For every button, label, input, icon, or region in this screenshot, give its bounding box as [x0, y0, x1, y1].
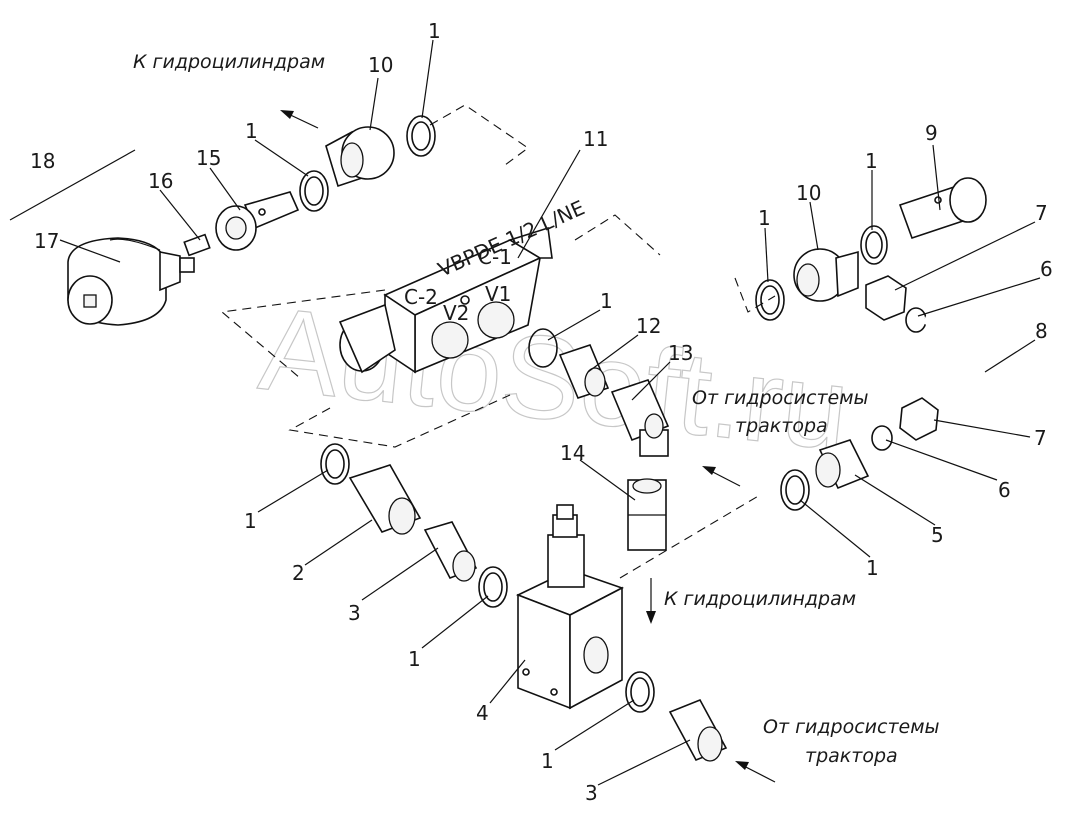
callout-numbers: 18 16 15 17 1 10 1 11 1 12 13 14 1 2 3 1… [30, 19, 1053, 805]
dashed-assembly-lines [220, 104, 776, 579]
washer-1-right-top-inner [865, 231, 883, 259]
tee-part-13 [610, 379, 670, 457]
ferrule-part-6-lower [871, 425, 893, 451]
pipe-part-8 [922, 313, 1001, 411]
callout-4: 4 [476, 701, 489, 725]
callout-2: 2 [292, 561, 305, 585]
callout-7-lower: 7 [1034, 426, 1047, 450]
washer-1-bottom [625, 671, 655, 713]
caption-to-cylinders-top: К гидроцилиндрам [133, 51, 325, 73]
washer-1-right-mid [755, 279, 785, 321]
washer-1-top-right [406, 115, 436, 157]
callout-6-lower: 6 [998, 478, 1011, 502]
callout-1-right-top: 1 [865, 149, 878, 173]
callout-1-top-right: 1 [428, 19, 441, 43]
callout-1-right-low: 1 [866, 556, 879, 580]
callout-8: 8 [1035, 319, 1048, 343]
washer-1-right-top [860, 225, 888, 265]
callout-1-center-low: 1 [408, 647, 421, 671]
accumulator-part-17 [67, 237, 195, 326]
callout-1-bottom: 1 [541, 749, 554, 773]
callout-17: 17 [34, 229, 59, 253]
washer-1-mid [528, 328, 558, 368]
washer-1-right-low [780, 469, 810, 511]
adapter-part-2 [348, 464, 422, 535]
block-marking-v1: V1 [485, 282, 511, 306]
valve-body-part-4 [515, 504, 625, 710]
washer-1-left-low [320, 443, 350, 485]
adapter-part-12 [558, 344, 610, 399]
washer-1-top-right-inner [411, 121, 431, 151]
washer-1-center-low-inner [483, 572, 503, 602]
callout-13: 13 [668, 341, 693, 365]
block-marking-v2: V2 [443, 301, 469, 325]
nut-part-7-lower [899, 397, 939, 441]
washer-1-left-low-inner [325, 449, 345, 479]
washer-1-center-low [478, 566, 508, 608]
washer-1-right-low-inner [785, 475, 805, 505]
callout-7-upper: 7 [1035, 201, 1048, 225]
banjo-bolt-part-9 [898, 177, 987, 240]
callout-1-left-low: 1 [244, 509, 257, 533]
callout-6-upper: 6 [1040, 257, 1053, 281]
callout-1-right-mid: 1 [758, 206, 771, 230]
callout-5: 5 [931, 523, 944, 547]
leader-lines [9, 39, 1041, 786]
callout-1-top-left: 1 [245, 119, 258, 143]
washer-1-right-mid-inner [760, 285, 780, 315]
washer-1-bottom-inner [630, 677, 650, 707]
callout-10-right: 10 [796, 181, 821, 205]
callout-1-mid: 1 [600, 289, 613, 313]
washer-1-top-left-inner [304, 176, 324, 206]
banjo-part-10-right [793, 248, 859, 302]
washer-1-top-left [299, 170, 329, 212]
coupling-part-14 [627, 478, 667, 551]
callout-15: 15 [196, 146, 221, 170]
valve-block-part-11 [338, 226, 553, 374]
flow-arrows [280, 110, 776, 783]
adapter-part-3-bottom [668, 698, 728, 762]
callout-16: 16 [148, 169, 173, 193]
callout-3-left: 3 [348, 601, 361, 625]
callout-9: 9 [925, 121, 938, 145]
callout-10-top: 10 [368, 53, 393, 77]
callout-18: 18 [30, 149, 55, 173]
caption-from-tractor-mid-line1: От гидросистемы [692, 387, 869, 409]
caption-from-tractor-mid-line2: трактора [735, 415, 828, 437]
callout-11: 11 [583, 127, 608, 151]
callout-14: 14 [560, 441, 585, 465]
adapter-part-3-left [423, 521, 478, 582]
nipple-part-16 [183, 233, 211, 257]
caption-from-tractor-bottom-line1: От гидросистемы [763, 716, 940, 738]
banjo-bolt-part-15 [215, 191, 300, 251]
block-marking-c1: C-1 [478, 245, 512, 269]
caption-to-cylinders-mid: К гидроцилиндрам [664, 588, 856, 610]
callout-3-bottom: 3 [585, 781, 598, 805]
block-marking-c2: C-2 [404, 285, 438, 309]
nut-part-7-upper [865, 275, 907, 321]
callout-12: 12 [636, 314, 661, 338]
ferrule-part-6-upper [905, 307, 927, 333]
caption-from-tractor-bottom-line2: трактора [805, 745, 898, 767]
banjo-part-10-top [325, 126, 395, 188]
